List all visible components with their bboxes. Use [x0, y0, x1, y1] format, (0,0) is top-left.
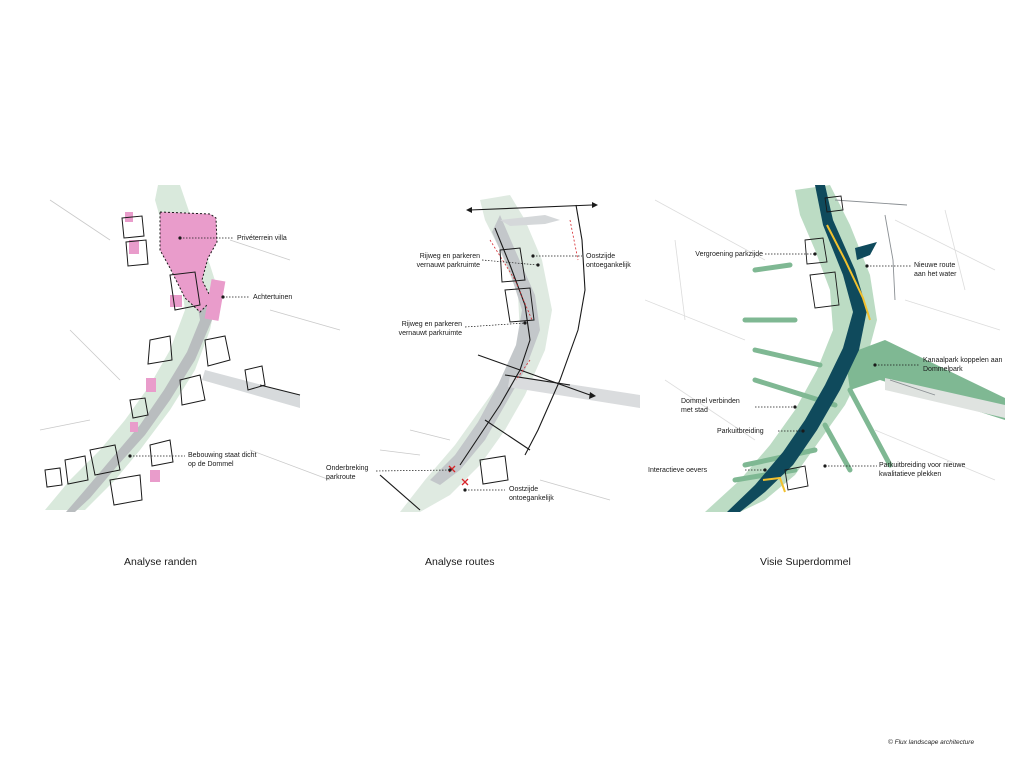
- leader-lines: [745, 253, 920, 471]
- map-analyse-randen: Privéterrein villa Achtertuinen Bebouwin…: [30, 180, 390, 512]
- label-kanaalpark-line-1: Kanaalpark koppelen aan: [923, 357, 1003, 364]
- visie-superdommel-map-drawing: [645, 185, 1005, 512]
- route-arrows: [466, 202, 598, 399]
- label-nieuwe-route-line-1: Nieuwe route: [914, 262, 956, 269]
- building-outlines: [479, 247, 535, 485]
- dommel-channel: [430, 215, 540, 485]
- label-bebouwing-line-2: op de Dommel: [188, 461, 234, 468]
- analyse-randen-map-drawing: [39, 185, 341, 512]
- label-priveterrein: Privéterrein villa: [237, 235, 287, 242]
- park-corridor: [705, 185, 877, 512]
- leader-dots: [128, 236, 225, 458]
- label-rijweg-a-line-1: Rijweg en parkeren: [419, 253, 480, 260]
- label-rijweg-b-line-1: Rijweg en parkeren: [401, 321, 462, 328]
- building-outlines: [784, 195, 844, 491]
- label-dommel-verbinden-line-2: met stad: [681, 407, 708, 414]
- label-dommel-verbinden-line-1: Dommel verbinden: [681, 398, 740, 405]
- label-interactieve-oevers: Interactieve oevers: [648, 467, 708, 474]
- caption-analyse-randen: Analyse randen: [124, 556, 197, 568]
- leader-lines: [375, 255, 582, 491]
- label-rijweg-a-line-2: vernauwt parkruimte: [416, 262, 480, 269]
- copyright-credit: © Flux landscape architecture: [888, 739, 975, 746]
- label-parkuitbreiding-nieuw-line-1: Parkuitbreiding voor nieuwe: [879, 462, 966, 469]
- caption-analyse-routes: Analyse routes: [425, 556, 495, 568]
- map-analyse-routes: Rijweg en parkeren vernauwt parkruimte O…: [320, 180, 680, 512]
- label-rijweg-b-line-2: vernauwt parkruimte: [398, 330, 462, 337]
- label-oost-a-line-2: ontoegankelijk: [586, 262, 631, 269]
- new-route-water-south: [762, 476, 786, 493]
- analyse-routes-map-drawing: [375, 195, 640, 512]
- label-kanaalpark-line-2: Dommelpark: [923, 366, 963, 373]
- dommel-river: [727, 185, 867, 512]
- label-bebouwing-line-1: Bebouwing staat dicht: [188, 452, 257, 459]
- label-parkuitbreiding: Parkuitbreiding: [717, 428, 764, 435]
- leader-dots: [763, 252, 877, 472]
- label-achtertuinen: Achtertuinen: [253, 294, 293, 301]
- private-terrain-villa: [159, 211, 218, 313]
- side-road: [508, 375, 640, 408]
- label-oost-a-line-1: Oostzijde: [586, 253, 616, 260]
- context-lines: [645, 199, 1001, 481]
- new-route-water: [826, 224, 871, 321]
- label-oost-b-line-2: ontoegankelijk: [509, 495, 554, 502]
- context-lines: [379, 429, 611, 501]
- label-nieuwe-route-line-2: aan het water: [914, 271, 957, 278]
- label-onderbreking-line-1: Onderbreking: [326, 465, 369, 472]
- leader-lines: [130, 237, 250, 457]
- label-onderbreking-line-2: parkroute: [326, 474, 356, 481]
- conflict-markers: [448, 465, 469, 486]
- dashed-routes: [489, 219, 579, 381]
- roadway-east: [500, 215, 560, 226]
- leader-dots: [448, 254, 540, 492]
- building-outlines: [44, 215, 301, 506]
- caption-visie-superdommel: Visie Superdommel: [760, 556, 851, 568]
- walking-routes: [379, 204, 593, 511]
- label-vergroening: Vergroening parkzijde: [695, 251, 763, 258]
- existing-routes: [834, 199, 936, 396]
- context-lines: [39, 199, 341, 481]
- river-arm: [855, 242, 877, 260]
- label-oost-b-line-1: Oostzijde: [509, 486, 539, 493]
- label-parkuitbreiding-nieuw-line-2: kwalitatieve plekken: [879, 471, 942, 478]
- map-visie-superdommel: Vergroening parkzijde Nieuwe route aan h…: [645, 180, 1005, 512]
